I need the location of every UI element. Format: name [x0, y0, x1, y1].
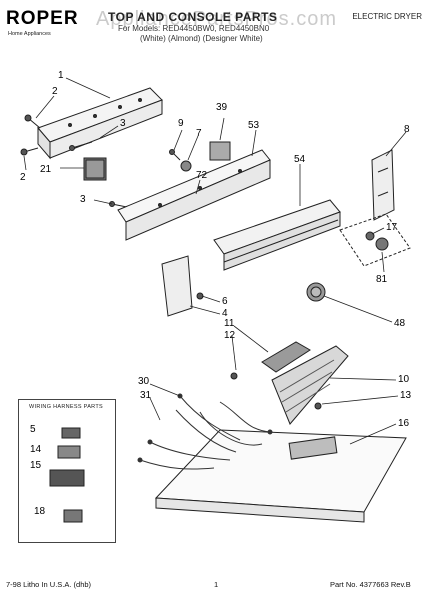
callout-48: 48	[394, 318, 406, 329]
model-line: For Models: RED4450BW0, RED4450BN0	[118, 24, 270, 33]
callout-31: 31	[140, 390, 152, 401]
callout-2: 2	[52, 86, 58, 97]
screw-3-top	[69, 141, 93, 151]
callout-30: 30	[138, 376, 150, 387]
top-16	[154, 429, 407, 513]
screw-2-bottom	[20, 147, 39, 156]
callout-3b: 3	[80, 194, 86, 205]
page-title: TOP AND CONSOLE PARTS	[108, 10, 278, 24]
callout-21: 21	[40, 164, 52, 175]
harness-part-18	[63, 509, 83, 523]
legend-title: WIRING HARNESS PARTS	[29, 404, 103, 410]
screw-9	[169, 149, 181, 161]
end-bracket-8	[371, 149, 395, 221]
brand-logo: ROPER	[6, 8, 79, 29]
callout-7: 7	[196, 128, 202, 139]
callout-16: 16	[398, 418, 410, 429]
switch-39	[209, 141, 231, 161]
end-cap-4	[161, 255, 193, 317]
callout-11: 11	[224, 318, 235, 329]
page-number: 1	[214, 580, 219, 589]
legend-item-5: 5	[30, 424, 36, 435]
print-info: 7-98 Litho In U.S.A. (dhb)	[6, 580, 92, 589]
harness-part-15	[49, 469, 85, 487]
lint-opening	[288, 436, 338, 460]
variant-line: (White) (Almond) (Designer White)	[140, 34, 263, 43]
callout-4: 4	[222, 308, 228, 319]
callout-2b: 2	[20, 172, 26, 183]
callout-8: 8	[404, 124, 410, 135]
screw-2-top	[24, 114, 41, 129]
callout-39: 39	[216, 102, 228, 113]
lint-cover-11	[261, 341, 311, 373]
product-type: ELECTRIC DRYER	[352, 12, 422, 21]
dashed-detail-box	[339, 213, 411, 267]
harness-part-14	[57, 445, 81, 459]
knob-81	[375, 237, 389, 251]
callout-12: 12	[224, 330, 236, 341]
callout-72: 72	[196, 170, 208, 181]
callout-54: 54	[294, 154, 306, 165]
callout-17: 17	[386, 222, 398, 233]
legend-item-18: 18	[34, 506, 46, 517]
knob-48	[306, 282, 326, 302]
callout-13: 13	[400, 390, 412, 401]
callout-6: 6	[222, 296, 228, 307]
legend-item-15: 15	[30, 460, 42, 471]
callout-3: 3	[120, 118, 126, 129]
part-number: Part No. 4377663 Rev.B	[330, 580, 411, 589]
legend-item-14: 14	[30, 444, 42, 455]
callout-53: 53	[248, 120, 260, 131]
screw-13	[314, 402, 322, 410]
harness-part-5	[61, 427, 81, 439]
callout-1: 1	[58, 70, 64, 81]
knob-7	[180, 160, 192, 172]
callout-9: 9	[178, 118, 184, 129]
brand-subtitle: Home Appliances	[8, 31, 51, 37]
clip-12	[230, 372, 238, 380]
wiring-harness-legend	[18, 399, 116, 543]
wiring-harness	[137, 393, 273, 470]
watermark: AppliancePartsPros.com	[96, 8, 337, 30]
timer-21	[83, 157, 107, 181]
callout-81: 81	[376, 274, 388, 285]
callout-10: 10	[398, 374, 410, 385]
